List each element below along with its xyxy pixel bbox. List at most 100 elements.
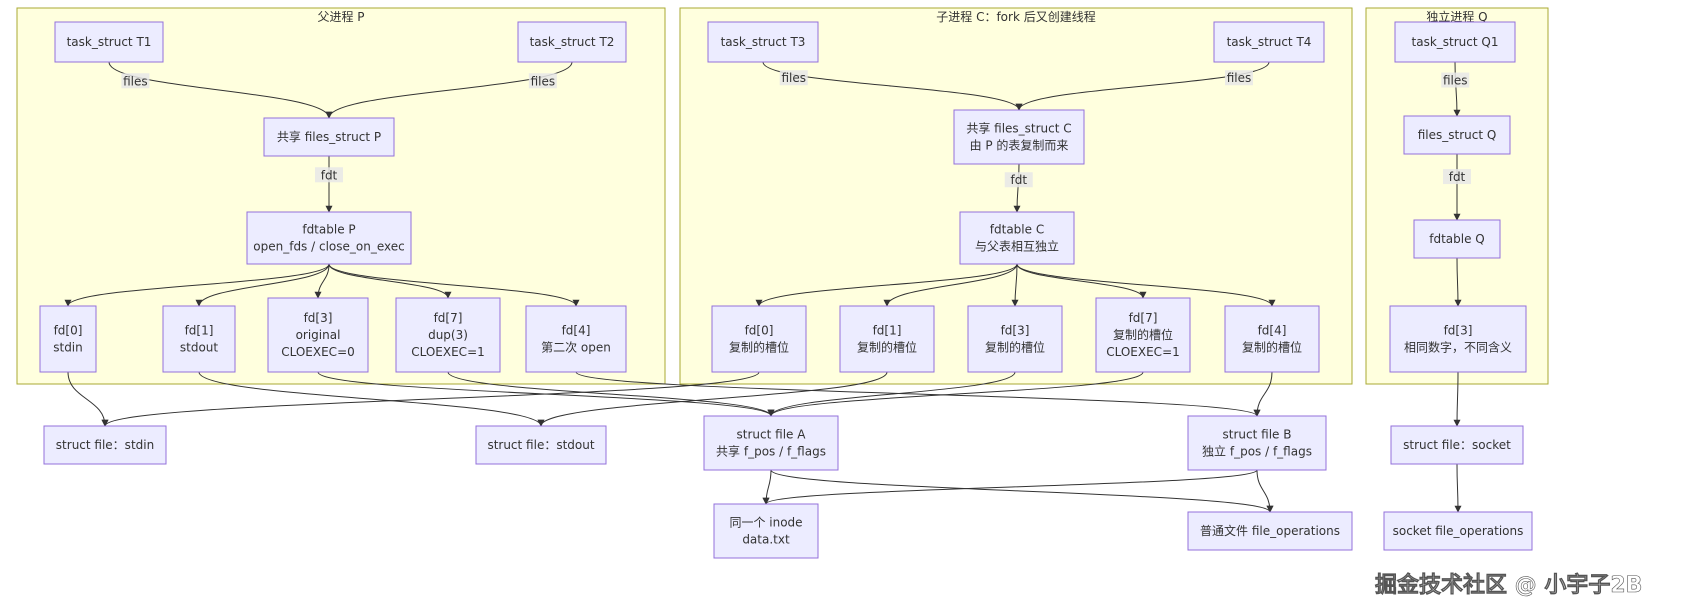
edge-c7-fa — [767, 371, 1144, 417]
cluster-title: 子进程 C：fork 后又创建线程 — [936, 9, 1095, 24]
node-label: 与父表相互独立 — [975, 239, 1059, 254]
edge-label: files — [121, 73, 150, 89]
edge-fb-fops — [1256, 469, 1274, 513]
edge-q1-fsq — [1453, 61, 1461, 117]
node-box — [267, 297, 369, 373]
node-box — [1224, 305, 1320, 373]
node-label: task_struct T2 — [530, 35, 615, 49]
node-box — [1413, 219, 1501, 259]
node-label: fdtable C — [990, 223, 1044, 237]
node-box — [43, 425, 167, 465]
edge-label-text: files — [123, 74, 148, 88]
node-box — [263, 117, 395, 157]
edge-label: files — [1225, 70, 1253, 86]
node-box — [1187, 415, 1327, 471]
edge-label: fdt — [1004, 172, 1033, 188]
edge-label-bg — [1225, 70, 1253, 86]
edge-fdtc-c0 — [755, 263, 1018, 307]
node-label: CLOEXEC=1 — [1106, 345, 1180, 359]
node-label: data.txt — [742, 533, 790, 547]
node-label: fd[7] — [1129, 311, 1158, 325]
node-sout: struct file：stdout — [475, 425, 607, 465]
edge-label-text: fdt — [1010, 173, 1027, 187]
edge-fb-inode — [762, 469, 1258, 505]
node-p7: fd[7]dup(3)CLOEXEC=1 — [395, 297, 501, 373]
node-q3: fd[3]相同数字，不同含义 — [1389, 305, 1527, 373]
edge-p1-sout — [198, 371, 545, 427]
edge-label-bg — [315, 167, 343, 183]
edge-c0-sin — [101, 371, 760, 427]
node-label: struct file：stdin — [56, 438, 154, 452]
node-t2: task_struct T2 — [517, 21, 627, 63]
node-label: fd[0] — [745, 324, 774, 338]
node-ssock: struct file：socket — [1390, 425, 1524, 465]
cluster-title: 独立进程 Q — [1426, 9, 1487, 24]
node-label: 共享 files_struct P — [277, 129, 381, 144]
node-label: fdtable P — [302, 223, 355, 237]
node-label: 共享 files_struct C — [966, 121, 1071, 136]
edge-label: files — [779, 70, 808, 86]
node-q1: task_struct Q1 — [1394, 21, 1516, 63]
edge-label-bg — [121, 73, 150, 89]
node-label: struct file：stdout — [487, 438, 594, 452]
node-t1: task_struct T1 — [54, 21, 164, 63]
node-label: fd[1] — [873, 324, 902, 338]
node-label: files_struct Q — [1418, 128, 1497, 142]
node-c0: fd[0]复制的槽位 — [711, 305, 807, 373]
edge-fdtp-p1 — [195, 263, 330, 307]
node-box — [711, 305, 807, 373]
node-label: 共享 f_pos / f_flags — [716, 444, 826, 459]
node-box — [1187, 511, 1353, 551]
edge-label-text: fdt — [1449, 170, 1466, 184]
node-fsq: files_struct Q — [1403, 115, 1511, 155]
node-label: fd[0] — [54, 324, 83, 338]
node-fdtq: fdtable Q — [1413, 219, 1501, 259]
edge-fdtc-c3 — [1011, 263, 1019, 307]
node-box — [246, 211, 412, 265]
node-label: fd[7] — [434, 311, 463, 325]
node-box — [713, 503, 819, 559]
edge-p7-fa — [447, 371, 775, 417]
node-fsc: 共享 files_struct C由 P 的表复制而来 — [953, 109, 1085, 165]
node-label: fd[4] — [1258, 324, 1287, 338]
node-box — [1389, 305, 1527, 373]
node-p4: fd[4]第二次 open — [525, 305, 627, 373]
edge-label-bg — [1441, 72, 1470, 88]
edge-label-text: files — [1227, 71, 1252, 85]
node-fops: 普通文件 file_operations — [1187, 511, 1353, 551]
node-box — [967, 305, 1063, 373]
node-fdtc: fdtable C 与父表相互独立 — [959, 211, 1075, 265]
node-box — [39, 305, 97, 373]
node-label: 复制的槽位 — [1242, 340, 1302, 355]
edge-t1-fsp — [108, 61, 333, 119]
node-fsp: 共享 files_struct P — [263, 117, 395, 157]
edge-fa-fops — [770, 469, 1274, 513]
node-box — [953, 109, 1085, 165]
edge-c3-fa — [767, 371, 1016, 417]
node-label: 相同数字，不同含义 — [1404, 340, 1512, 355]
node-box — [525, 305, 627, 373]
node-box — [162, 305, 236, 373]
edge-ssock-sops — [1454, 463, 1462, 513]
edge-fdtq-q3 — [1454, 257, 1462, 307]
edge-t3-fsc — [762, 61, 1023, 111]
node-fa: struct file A共享 f_pos / f_flags — [703, 415, 839, 471]
node-t3: task_struct T3 — [707, 21, 819, 63]
node-label: stdout — [180, 341, 219, 355]
node-label: stdin — [53, 341, 83, 355]
edge-c1-sout — [537, 371, 888, 427]
watermark-text: 掘金技术社区 @ 小宇子2B — [1375, 572, 1642, 598]
node-box — [1213, 21, 1325, 63]
edge-layer — [64, 61, 1462, 513]
edge-label-text: fdt — [321, 168, 338, 182]
node-label: socket file_operations — [1393, 524, 1524, 538]
edge-label: files — [1441, 72, 1470, 88]
edge-label-bg — [528, 73, 557, 89]
node-box — [54, 21, 164, 63]
edge-label-bg — [779, 70, 808, 86]
